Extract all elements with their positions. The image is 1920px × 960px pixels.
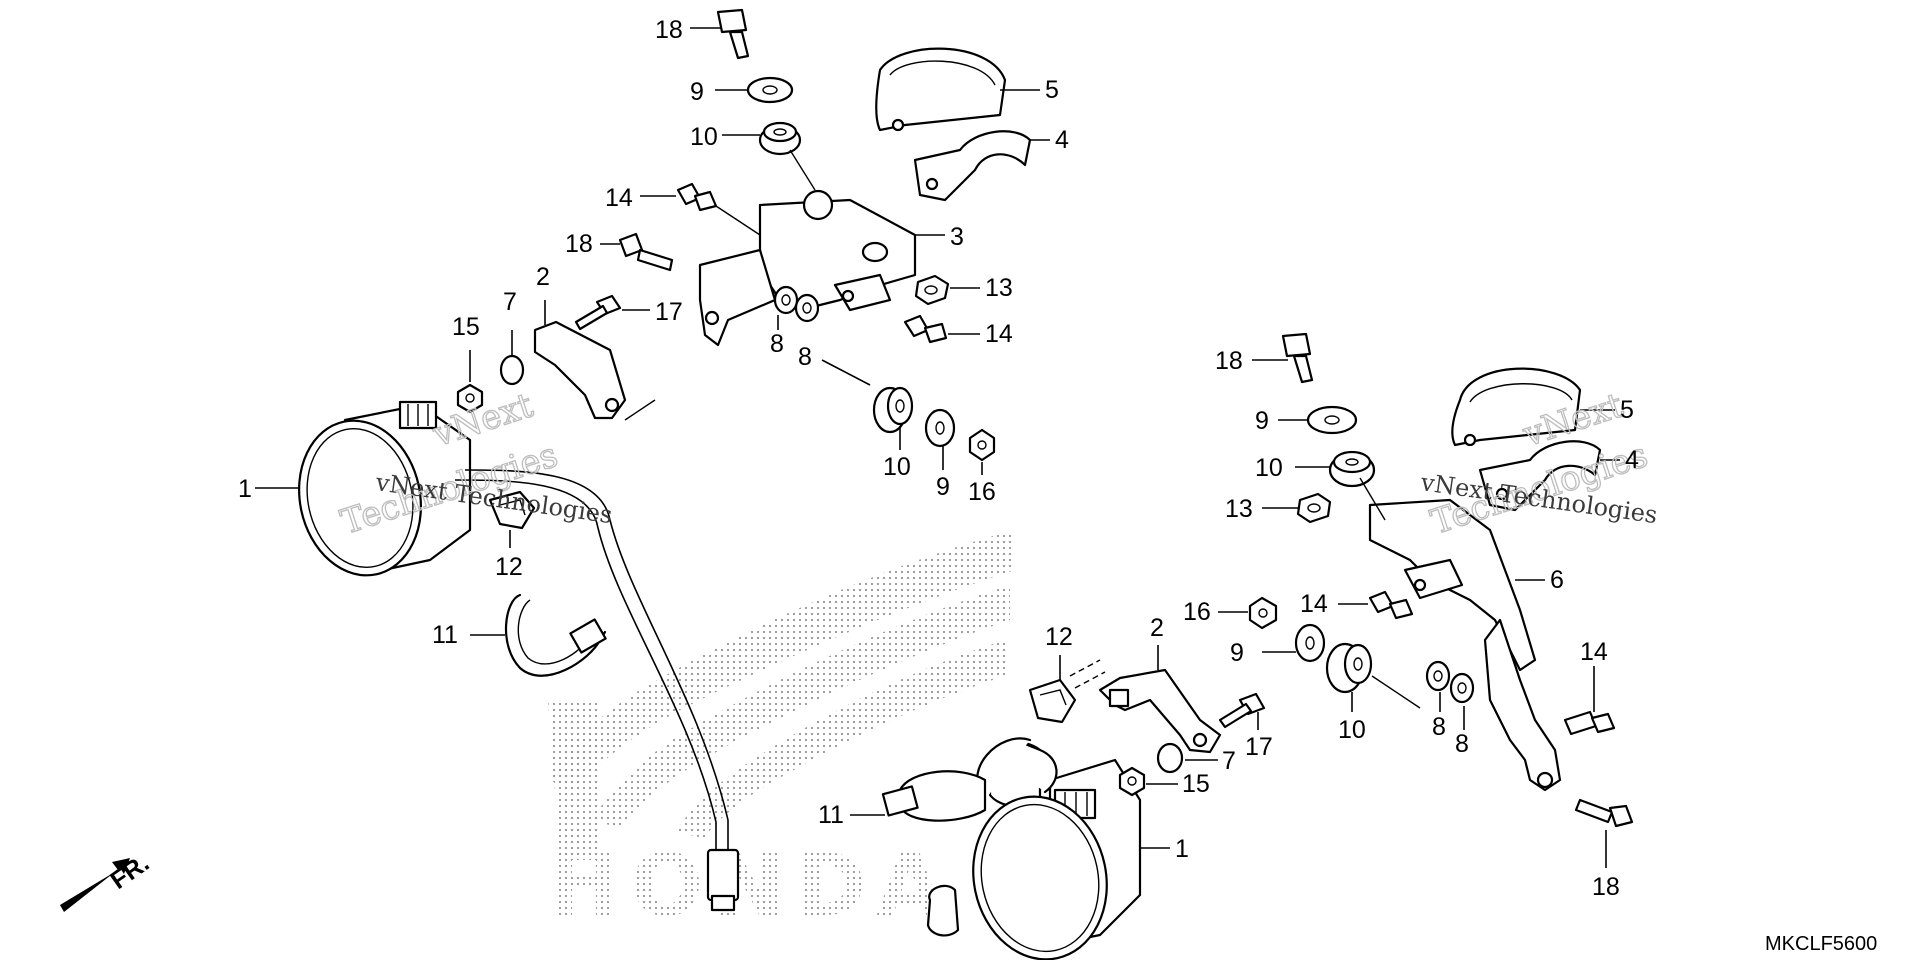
callout-14-lower-right: 14 (1580, 638, 1608, 666)
fog-lamp-right (926, 741, 1170, 960)
callout-18-bottom-right: 18 (1592, 873, 1620, 901)
grommet-10-top-right (1295, 450, 1386, 521)
washer-9-top-left (715, 76, 794, 104)
callout-16-left: 16 (968, 478, 996, 506)
collar-7-right (1156, 742, 1218, 774)
stay-bracket-2-left (533, 300, 656, 421)
callout-10-lower-left: 10 (883, 453, 911, 481)
callout-9-mid-right: 9 (1230, 639, 1244, 667)
clip-12-left (488, 490, 536, 548)
callout-18-top-left: 18 (655, 16, 683, 44)
washer-8-right-b (1449, 672, 1475, 730)
callout-7-right: 7 (1222, 747, 1236, 775)
callout-13-right: 13 (1225, 495, 1253, 523)
washer-9-mid-right (1262, 623, 1326, 663)
band-11-right (850, 737, 1058, 822)
honda-wing-logo: HONDA (548, 530, 1015, 936)
nut-13-left (914, 274, 980, 306)
callout-14-upper-right: 14 (1300, 590, 1328, 618)
bolt-14-upper-left (640, 182, 761, 236)
callout-1-right: 1 (1175, 835, 1189, 863)
callout-17-left: 17 (655, 298, 683, 326)
callout-14-upper-left: 14 (605, 184, 633, 212)
wiring-harness-left (454, 469, 740, 912)
callout-8-right-a: 8 (1432, 713, 1446, 741)
callout-11-left: 11 (432, 621, 458, 649)
callout-11-right: 11 (818, 801, 844, 829)
clamp-4-left (913, 130, 1050, 202)
callout-10-mid-right: 10 (1338, 716, 1366, 744)
callout-8-left-b: 8 (798, 343, 812, 371)
diagram-code: MKCLF5600 (1765, 933, 1877, 955)
callout-12-right: 12 (1045, 623, 1073, 651)
clip-12-right (1028, 655, 1106, 724)
nut-15-left (456, 350, 484, 414)
washer-8-left-a (773, 285, 799, 330)
clamp-5-left (875, 47, 1040, 132)
band-11-left (470, 593, 607, 677)
nut-13-right (1262, 492, 1332, 524)
washer-9-lower-left (924, 408, 956, 470)
callout-5-right: 5 (1620, 396, 1634, 424)
callout-6-right: 6 (1550, 566, 1564, 594)
callout-8-left-a: 8 (770, 330, 784, 358)
callout-17-right: 17 (1245, 733, 1273, 761)
bolt-18-mid-left (600, 232, 674, 272)
washer-8-right-a (1425, 660, 1451, 712)
callout-12-left: 12 (495, 553, 523, 581)
callout-16-right: 16 (1183, 598, 1211, 626)
bolt-18-top-left (690, 8, 750, 60)
callout-15-left: 15 (452, 313, 480, 341)
bolt-14-lower-left (903, 314, 980, 344)
callout-1-left: 1 (238, 475, 252, 503)
grommet-10-mid-right (1325, 642, 1421, 712)
bolt-17-left (574, 294, 650, 331)
main-bracket-3-left (698, 189, 945, 347)
callout-14-lower-left: 14 (985, 320, 1013, 348)
callout-15-right: 15 (1182, 770, 1210, 798)
bolt-18-top-right (1252, 332, 1314, 384)
callout-2-left: 2 (536, 263, 550, 291)
bolt-14-upper-right (1338, 590, 1414, 620)
nut-16-right (1218, 596, 1278, 630)
washer-8-left-b (794, 293, 871, 386)
washer-9-top-right (1278, 405, 1358, 435)
callout-5-left: 5 (1045, 76, 1059, 104)
front-direction-arrow-icon: FR. (60, 849, 154, 912)
stay-bracket-2-right (1098, 645, 1222, 754)
callout-7-left: 7 (503, 288, 517, 316)
main-bracket-6-right (1368, 498, 1562, 792)
clamp-5-right (1451, 367, 1615, 447)
callout-13-left: 13 (985, 274, 1013, 302)
bolt-18-bottom-right (1574, 798, 1634, 868)
nut-15-right (1118, 766, 1178, 797)
nut-16-left (968, 428, 996, 475)
grommet-10-lower-left (872, 386, 914, 450)
callout-2-right: 2 (1150, 614, 1164, 642)
bolt-17-right (1218, 692, 1266, 730)
callout-4-right: 4 (1625, 446, 1639, 474)
clamp-4-right (1478, 440, 1620, 512)
callout-8-right-b: 8 (1455, 730, 1469, 758)
front-direction-label: FR. (105, 849, 154, 895)
callout-18-mid-left: 18 (565, 230, 593, 258)
callout-4-left: 4 (1055, 126, 1069, 154)
callout-10-top-left: 10 (690, 123, 718, 151)
callout-10-top-right: 10 (1255, 454, 1283, 482)
callout-18-top-right: 18 (1215, 347, 1243, 375)
callout-9-top-left: 9 (690, 78, 704, 106)
grommet-10-top-left (722, 121, 816, 191)
honda-wordmark: HONDA (548, 836, 953, 936)
callout-9-lower-left: 9 (936, 473, 950, 501)
callout-9-top-right: 9 (1255, 407, 1269, 435)
callout-3-left: 3 (950, 223, 964, 251)
fog-lamp-left (255, 400, 472, 577)
bolt-14-lower-right (1563, 666, 1616, 736)
collar-7-left (499, 330, 525, 386)
